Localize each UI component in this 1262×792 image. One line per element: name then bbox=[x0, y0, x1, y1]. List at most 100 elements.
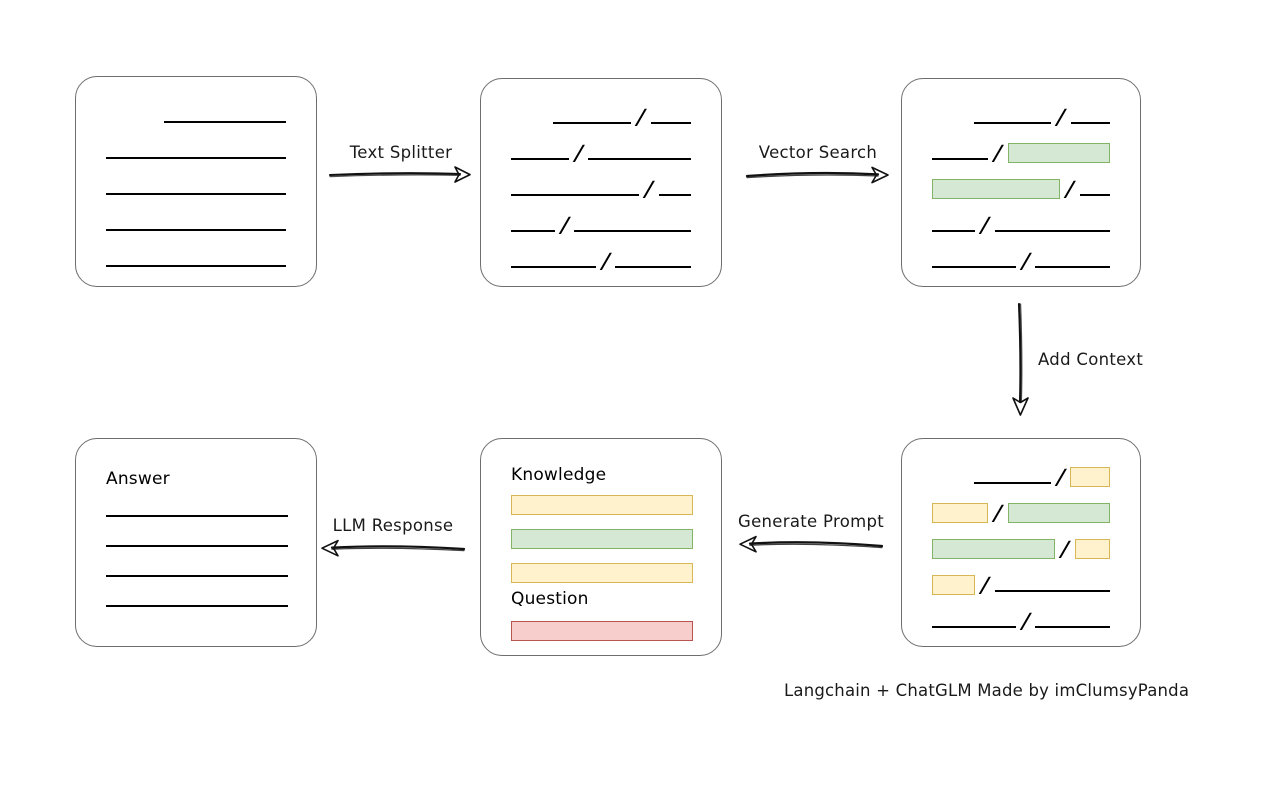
slash-separator: / bbox=[1020, 247, 1031, 273]
slash-separator: / bbox=[600, 247, 611, 273]
highlighted-chunk-yellow bbox=[1070, 466, 1110, 487]
text-row: / bbox=[902, 561, 1140, 597]
edge-llm-response: LLM Response bbox=[320, 516, 466, 559]
slash-separator: / bbox=[1060, 535, 1070, 561]
text-row bbox=[76, 128, 316, 164]
node-vector-matches[interactable]: / / / / / bbox=[901, 78, 1141, 287]
highlighted-chunk-yellow bbox=[1074, 538, 1110, 559]
answer-line bbox=[106, 545, 288, 547]
text-line-segment bbox=[932, 625, 1016, 628]
text-row bbox=[76, 236, 316, 272]
text-row: / bbox=[902, 525, 1140, 561]
text-line-segment bbox=[658, 193, 691, 196]
text-line-segment bbox=[511, 157, 569, 160]
text-line-segment bbox=[1070, 121, 1110, 124]
text-row: / bbox=[902, 453, 1140, 489]
edge-vector-search-label: Vector Search bbox=[758, 143, 878, 162]
text-line-segment bbox=[932, 157, 989, 160]
edge-add-context: Add Context bbox=[1006, 302, 1143, 418]
text-line-segment bbox=[1079, 193, 1110, 196]
knowledge-bar-yellow bbox=[511, 495, 693, 515]
split-chunks-rows: ///// bbox=[481, 79, 721, 286]
text-row: / bbox=[902, 237, 1140, 273]
answer-label: Answer bbox=[106, 469, 170, 489]
vector-matches-rows: / / / / / bbox=[902, 79, 1140, 286]
slash-separator: / bbox=[644, 175, 654, 201]
question-label: Question bbox=[511, 589, 589, 609]
text-row: / bbox=[902, 129, 1140, 165]
highlighted-chunk-green bbox=[932, 178, 1061, 199]
slash-separator: / bbox=[1055, 463, 1066, 489]
slash-separator: / bbox=[993, 139, 1003, 165]
text-line-segment bbox=[164, 120, 286, 123]
text-line-segment bbox=[511, 265, 596, 268]
text-line-segment bbox=[106, 264, 286, 267]
text-line-segment bbox=[974, 121, 1052, 124]
text-line-segment bbox=[994, 229, 1110, 232]
text-line-segment bbox=[588, 157, 691, 160]
slash-separator: / bbox=[1020, 607, 1031, 633]
node-context-added[interactable]: / / / / / bbox=[901, 438, 1141, 647]
node-answer[interactable]: Answer bbox=[75, 438, 317, 647]
text-row: / bbox=[481, 165, 721, 201]
highlighted-chunk-green bbox=[1008, 142, 1110, 163]
text-row bbox=[76, 200, 316, 236]
context-added-rows: / / / / / bbox=[902, 439, 1140, 646]
edge-text-splitter-label: Text Splitter bbox=[349, 143, 453, 162]
edge-text-splitter: Text Splitter bbox=[328, 143, 474, 186]
text-row: / bbox=[481, 129, 721, 165]
answer-line bbox=[106, 605, 288, 607]
node-split-chunks[interactable]: ///// bbox=[480, 78, 722, 287]
text-row: / bbox=[902, 201, 1140, 237]
highlighted-chunk-yellow bbox=[932, 502, 989, 523]
slash-separator: / bbox=[980, 211, 990, 237]
text-line-segment bbox=[932, 265, 1016, 268]
text-line-segment bbox=[932, 229, 976, 232]
answer-line bbox=[106, 515, 288, 517]
slash-separator: / bbox=[559, 211, 570, 237]
text-row: / bbox=[902, 597, 1140, 633]
text-line-segment bbox=[615, 265, 691, 268]
node-prompt[interactable]: Knowledge Question bbox=[480, 438, 722, 656]
edge-vector-search: Vector Search bbox=[745, 143, 891, 186]
text-row: / bbox=[902, 165, 1140, 201]
slash-separator: / bbox=[1065, 175, 1075, 201]
text-line-segment bbox=[995, 589, 1110, 592]
highlighted-chunk-green bbox=[1008, 502, 1110, 523]
edge-generate-prompt: Generate Prompt bbox=[738, 512, 884, 555]
text-line-segment bbox=[106, 192, 286, 195]
arrow-down-icon bbox=[1012, 302, 1029, 416]
text-line-segment bbox=[106, 156, 286, 159]
answer-lines bbox=[106, 515, 288, 612]
slash-separator: / bbox=[636, 103, 646, 129]
text-line-segment bbox=[1035, 265, 1110, 268]
knowledge-label: Knowledge bbox=[511, 465, 607, 485]
answer-line bbox=[106, 575, 288, 577]
text-line-segment bbox=[574, 229, 691, 232]
highlighted-chunk-green bbox=[932, 538, 1055, 559]
text-row: / bbox=[481, 201, 721, 237]
text-row bbox=[76, 92, 316, 128]
slash-separator: / bbox=[980, 571, 990, 597]
text-line-segment bbox=[974, 481, 1051, 484]
text-row bbox=[76, 164, 316, 200]
slash-separator: / bbox=[993, 499, 1004, 525]
text-row: / bbox=[902, 489, 1140, 525]
text-line-segment bbox=[651, 121, 691, 124]
question-bars bbox=[511, 621, 693, 641]
knowledge-bar-yellow bbox=[511, 563, 693, 583]
text-row: / bbox=[481, 93, 721, 129]
footer-credit: Langchain + ChatGLM Made by imClumsyPand… bbox=[784, 681, 1190, 700]
knowledge-bar-green bbox=[511, 529, 693, 549]
text-row: / bbox=[902, 93, 1140, 129]
arrow-left-icon bbox=[321, 539, 466, 557]
edge-generate-prompt-label: Generate Prompt bbox=[738, 512, 884, 531]
text-row: / bbox=[481, 237, 721, 273]
edge-add-context-label: Add Context bbox=[1038, 350, 1144, 369]
node-source-document[interactable] bbox=[75, 76, 317, 287]
text-line-segment bbox=[1035, 625, 1110, 628]
text-line-segment bbox=[511, 229, 555, 232]
arrow-right-icon bbox=[328, 166, 471, 183]
knowledge-bars bbox=[511, 495, 693, 583]
